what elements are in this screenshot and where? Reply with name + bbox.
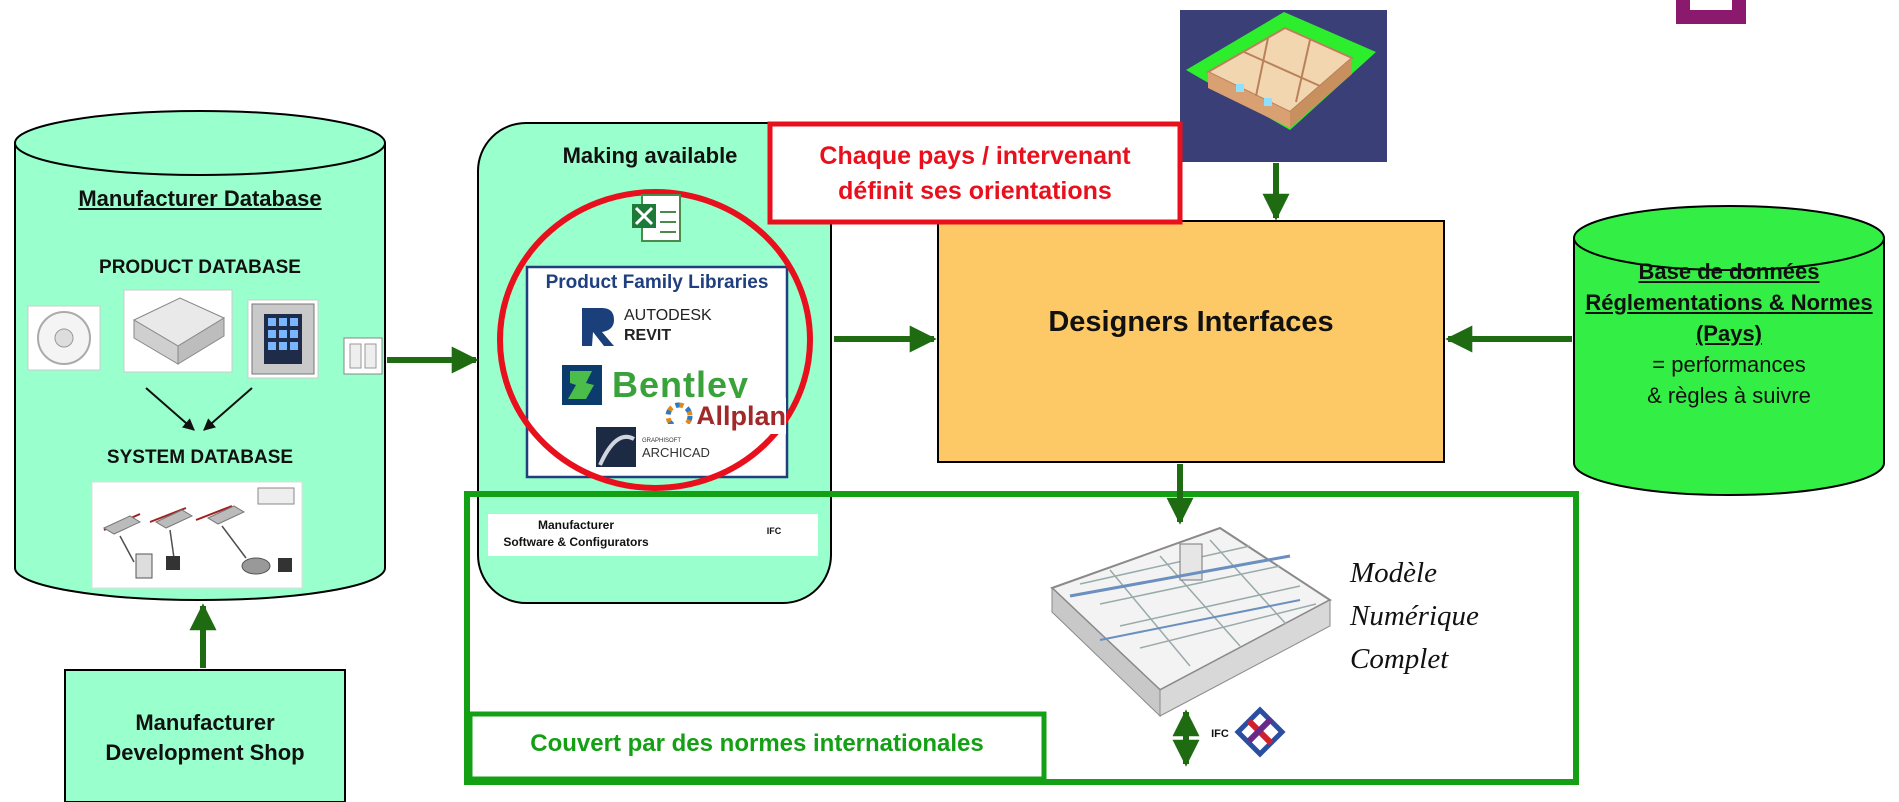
system-database-image <box>91 481 303 589</box>
archicad-label: ARCHICAD <box>642 445 710 460</box>
orientation-callout-box <box>767 121 1183 225</box>
model-line3: Complet <box>1350 643 1449 675</box>
graphisoft-label: GRAPHISOFT <box>642 438 682 444</box>
regulations-line2: Réglementations & Normes <box>1585 290 1873 315</box>
bentley-b-icon <box>562 365 602 405</box>
designers-interfaces-box <box>937 220 1445 463</box>
development-shop-line2: Development Shop <box>105 740 305 765</box>
revit-r-icon <box>582 308 614 346</box>
archicad-logo: GRAPHISOFT ARCHICAD <box>594 424 714 470</box>
ifc-logo-icon-model <box>1234 706 1286 758</box>
manufacturer-database-title: Manufacturer Database <box>78 186 322 211</box>
libraries-highlight-circle <box>497 189 813 491</box>
regulations-line5: & règles à suivre <box>1647 383 1811 408</box>
configurator-line1: Manufacturer <box>537 518 614 532</box>
configurator-label: Manufacturer Software & Configurators <box>494 517 658 551</box>
model-line1: Modèle <box>1350 557 1437 589</box>
callout-line2: définit ses orientations <box>838 177 1112 205</box>
standards-label: Couvert par des normes internationales <box>530 730 984 757</box>
system-database-label: SYSTEM DATABASE <box>106 447 294 468</box>
product-database-label: PRODUCT DATABASE <box>99 257 301 278</box>
development-shop-box <box>64 669 346 802</box>
regulations-line3: (Pays) <box>1695 321 1763 346</box>
revit-label: REVIT <box>624 327 672 344</box>
orientation-callout-text: Chaque pays / intervenant définit ses or… <box>770 139 1180 209</box>
regulations-line1: Base de données <box>1638 259 1820 284</box>
configurator-ifc-label: IFC <box>766 526 782 536</box>
digital-model-label: Modèle Numérique Complet <box>1350 552 1550 681</box>
standards-label-box <box>467 711 1047 782</box>
model-line2: Numérique <box>1350 600 1479 632</box>
regulations-database-text: Base de données Réglementations & Normes… <box>1520 256 1899 411</box>
configurator-line2: Software & Configurators <box>503 535 649 549</box>
model-ifc-label: IFC <box>1211 728 1229 740</box>
product-keypad-image <box>247 299 319 379</box>
designers-interfaces-title: Designers Interfaces <box>1048 306 1334 338</box>
building-model-image <box>1180 10 1387 162</box>
regulations-database-cylinder <box>1573 205 1885 496</box>
standards-frame <box>464 491 1579 785</box>
building-interior-model-image <box>1050 526 1332 718</box>
configurator-strip <box>488 514 818 556</box>
archicad-icon <box>596 427 636 467</box>
product-controller-image <box>123 289 233 373</box>
product-switch-image <box>343 337 383 375</box>
autodesk-label: AUTODESK <box>624 307 712 324</box>
callout-line1: Chaque pays / intervenant <box>819 142 1131 170</box>
development-shop-label: Manufacturer Development Shop <box>65 708 345 768</box>
autodesk-revit-logo: AUTODESK REVIT <box>578 302 738 350</box>
making-available-title: Making available <box>562 143 738 168</box>
product-sensor-image <box>27 305 101 371</box>
regulations-line4: = performances <box>1652 352 1806 377</box>
development-shop-line1: Manufacturer <box>135 710 275 735</box>
spreadsheet-icon <box>632 194 681 242</box>
product-family-libraries-title: Product Family Libraries <box>545 272 769 293</box>
